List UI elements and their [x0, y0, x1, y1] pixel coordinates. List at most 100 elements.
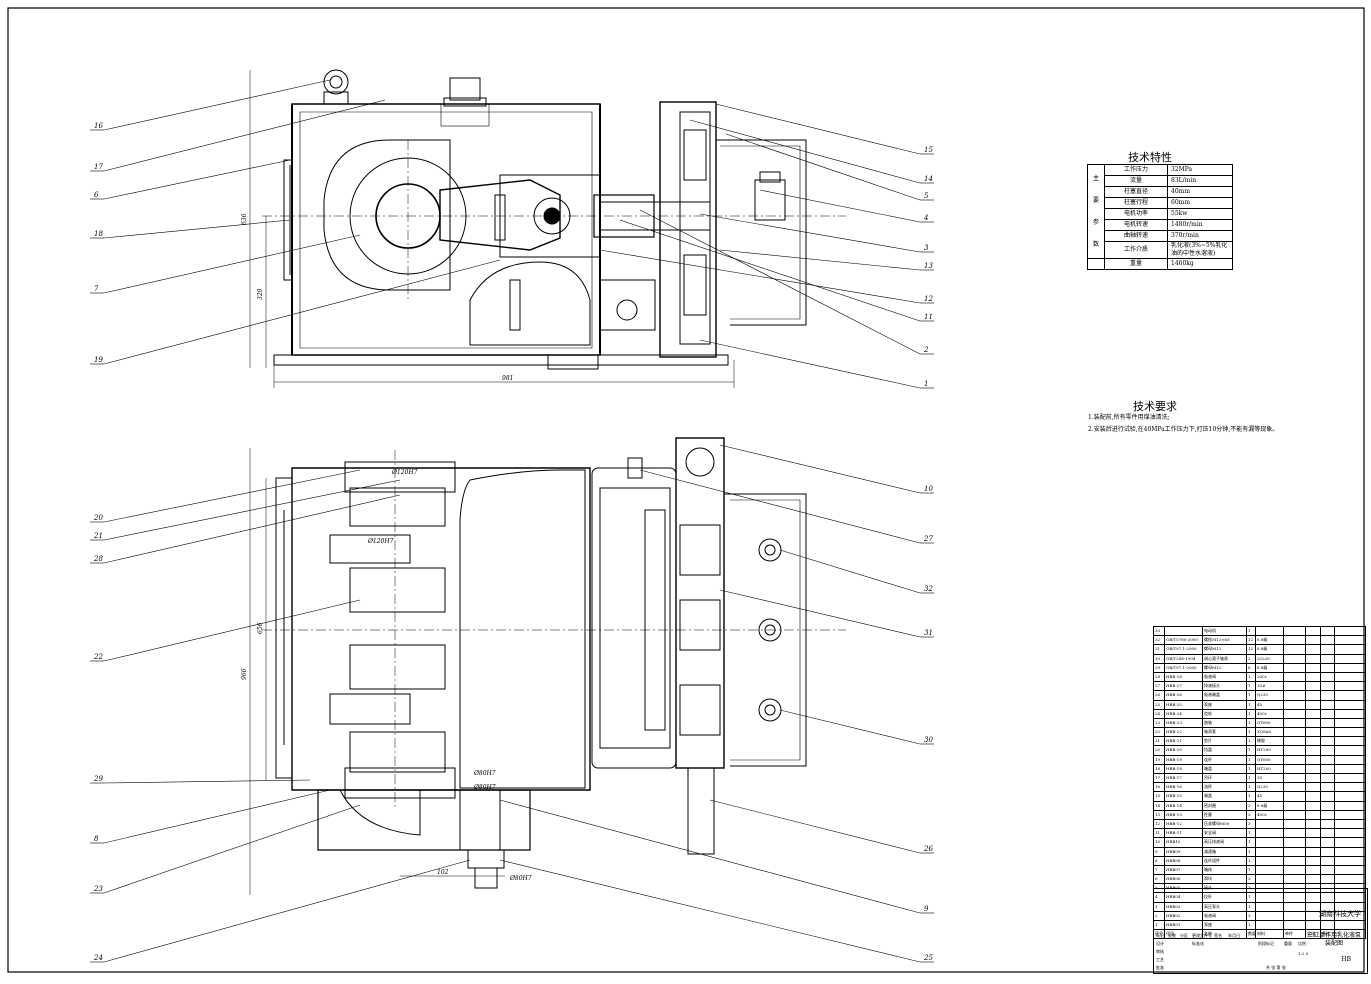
bom-cell: 单件 — [1284, 930, 1306, 939]
bom-cell: 8.8级 — [1256, 645, 1284, 654]
spec-group-empty — [1087, 258, 1105, 270]
callout-label: 3 — [924, 244, 929, 252]
fit-label-4: Ø80H7 — [473, 784, 496, 791]
bom-cell: 40Cr — [1256, 810, 1284, 819]
bom-cell: 29 — [1154, 663, 1165, 672]
fit-label-2: Ø120H7 — [367, 538, 394, 545]
bom-cell — [1284, 663, 1306, 672]
bom-cell — [1335, 728, 1365, 736]
dim-bottom-offset: 102 — [437, 869, 449, 876]
bom-cell — [1284, 838, 1306, 847]
callout-label: 31 — [924, 629, 933, 637]
leader-line — [103, 779, 311, 784]
bom-cell — [1284, 709, 1306, 718]
requirement-line: 2.安装后进行试验,在40MPa工作压力下,打压10分钟,不能有漏等现象。 — [1088, 426, 1279, 433]
bom-cell — [1306, 663, 1321, 672]
bom-cell: 曲轴 — [1203, 718, 1247, 728]
bom-cell: HBB09 — [1165, 847, 1203, 856]
fit-label-3: Ø80H7 — [473, 770, 496, 777]
tb-weight: 重量 — [1284, 941, 1292, 946]
bom-cell: QT600 — [1256, 718, 1284, 728]
bom-cell: 23 — [1154, 718, 1165, 728]
bom-cell — [1284, 792, 1306, 801]
bom-cell — [1321, 746, 1335, 755]
bom-cell: 吊环 — [1203, 774, 1247, 783]
bom-cell: 1 — [1247, 691, 1256, 700]
bom-cell — [1321, 911, 1335, 920]
bom-cell — [1284, 801, 1306, 810]
bom-cell: 箱盖 — [1203, 764, 1247, 773]
bom-cell: 轴承套 — [1203, 728, 1247, 737]
bom-cell: 连杆 — [1203, 755, 1247, 764]
bom-cell — [1321, 783, 1335, 792]
tb-scale: 比例 — [1298, 941, 1306, 946]
bom-cell — [1306, 810, 1321, 819]
spec-key: 流量 — [1104, 175, 1168, 187]
bom-cell: 12 — [1154, 819, 1165, 829]
bom-cell — [1321, 691, 1335, 700]
bom-cell — [1306, 801, 1321, 810]
bom-cell: 拉杆 — [1203, 893, 1247, 902]
callout-label: 5 — [924, 192, 929, 200]
bom-cell — [1284, 645, 1306, 654]
bom-cell — [1335, 756, 1365, 764]
leader-line — [499, 799, 921, 914]
bom-cell: 14 — [1154, 801, 1165, 810]
bom-cell: GB/T97.1-2000 — [1165, 645, 1203, 654]
fit-label-1: Ø120H7 — [391, 469, 418, 476]
bom-cell — [1321, 865, 1335, 875]
bom-cell — [1321, 764, 1335, 773]
bom-cell — [1321, 856, 1335, 865]
spec-key: 柱塞行程 — [1104, 197, 1168, 209]
bom-cell: HBB06 — [1165, 875, 1203, 884]
bom-cell — [1321, 627, 1335, 636]
bom-cell — [1321, 875, 1335, 884]
bom-cell: 12 — [1247, 636, 1256, 645]
bom-cell: 螺母M12 — [1203, 645, 1247, 654]
bom-cell — [1256, 838, 1284, 847]
spec-key: 工作压力 — [1104, 164, 1168, 176]
bom-cell — [1256, 911, 1284, 920]
bom-cell — [1335, 866, 1365, 874]
bom-cell: HBB01 — [1165, 921, 1203, 930]
bom-cell: 柱塞 — [1203, 810, 1247, 819]
bom-cell: 压紧螺母M50 — [1203, 819, 1247, 829]
bom-cell — [1335, 811, 1365, 819]
bom-cell: QT600 — [1256, 755, 1284, 764]
bom-cell: 20 — [1154, 746, 1165, 755]
callout-label: 20 — [93, 514, 103, 522]
bom-cell: 3 — [1154, 902, 1165, 911]
bom-cell — [1321, 663, 1335, 672]
bom-cell: HT200 — [1256, 746, 1284, 755]
bom-cell — [1321, 801, 1335, 810]
bom-cell: 1 — [1247, 847, 1256, 856]
callout-label: 18 — [94, 230, 103, 238]
bom-cell — [1321, 810, 1335, 819]
bom-cell — [1306, 737, 1321, 746]
bom-cell: 20Cr — [1256, 672, 1284, 682]
bom-cell — [1306, 728, 1321, 737]
callout-label: 30 — [924, 736, 933, 744]
leader-line — [779, 549, 921, 594]
leader-line — [499, 859, 921, 963]
leader-line — [719, 249, 921, 271]
leader-line — [103, 159, 291, 200]
bom-cell — [1335, 627, 1365, 635]
bom-cell — [1335, 691, 1365, 699]
drawing-title-line1: 三缸单作用乳化液泵 — [1306, 932, 1361, 939]
bom-cell — [1321, 921, 1335, 930]
bom-cell — [1335, 655, 1365, 663]
bom-cell: HBB-21 — [1165, 737, 1203, 746]
bom-cell — [1284, 847, 1306, 856]
spec-key: 重量 — [1104, 258, 1168, 270]
spec-value: 1480r/min — [1167, 219, 1233, 231]
bom-cell — [1321, 838, 1335, 847]
bottom-plan-view — [249, 437, 846, 895]
